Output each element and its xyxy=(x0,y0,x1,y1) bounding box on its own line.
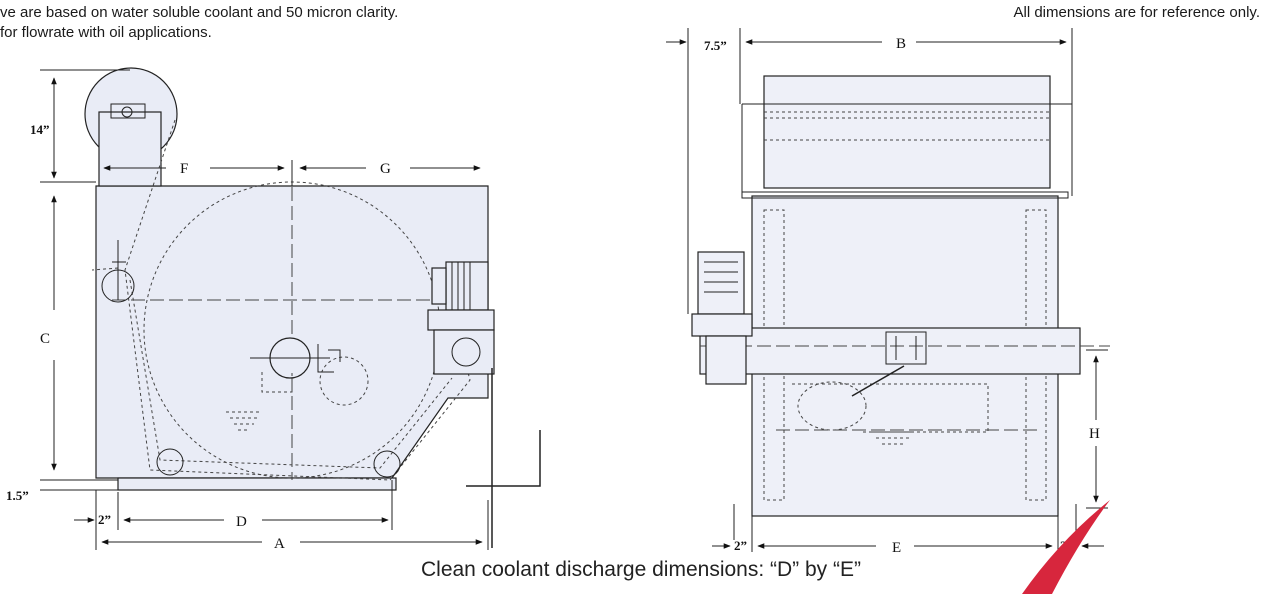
front-view: 7.5” B H 2” E 2” xyxy=(666,28,1110,556)
side-view: 14” F G C 1.5” 2” D xyxy=(6,67,541,552)
dim-H: H xyxy=(1089,426,1100,442)
front-hood xyxy=(763,75,1051,189)
dim-7-5in: 7.5” xyxy=(704,38,727,53)
dim-G: G xyxy=(380,161,391,177)
liquid-level-marks xyxy=(226,411,262,431)
roller-axle xyxy=(121,106,133,118)
roller-stand xyxy=(98,111,162,187)
bottom-roller-left xyxy=(156,448,184,476)
bottom-roller-right xyxy=(373,450,401,478)
dim-C: C xyxy=(40,331,50,347)
front-pump xyxy=(797,381,867,431)
front-tray xyxy=(792,383,989,433)
dim-E: E xyxy=(892,540,901,556)
caption: Clean coolant discharge dimensions: “D” … xyxy=(420,558,862,581)
reference-note: All dimensions are for reference only. xyxy=(1013,4,1260,21)
side-motor xyxy=(427,261,495,375)
side-gearbox xyxy=(433,329,495,375)
belt-path xyxy=(91,119,471,481)
front-gearbox xyxy=(705,335,747,385)
dim-1-5in: 1.5” xyxy=(6,488,29,503)
pump xyxy=(319,356,369,406)
dim-14in: 14” xyxy=(30,122,50,137)
roller-bracket xyxy=(110,103,146,119)
front-motor xyxy=(691,251,753,385)
dim-F: F xyxy=(180,161,188,177)
dim-2in-front-left: 2” xyxy=(734,538,747,553)
dim-B: B xyxy=(896,36,906,52)
note-line-2: for flowrate with oil applications. xyxy=(0,24,212,41)
pump-housing xyxy=(261,372,293,393)
front-coupling xyxy=(885,331,927,365)
discharge-chute xyxy=(466,368,541,548)
side-dimensions: 14” F G C 1.5” 2” D xyxy=(6,69,489,552)
note-line-1: ve are based on water soluble coolant an… xyxy=(0,4,399,21)
front-liquid-marks xyxy=(872,431,914,445)
dim-A: A xyxy=(274,536,285,552)
front-dimensions: 7.5” B H 2” E 2” xyxy=(666,28,1108,556)
side-skid xyxy=(117,477,397,491)
dim-2in-side: 2” xyxy=(98,512,111,527)
pump-pipe xyxy=(317,344,341,373)
front-shaft-housing xyxy=(699,327,1081,375)
dim-D: D xyxy=(236,514,247,530)
swoosh-logo xyxy=(1022,500,1110,594)
belt-path-inner xyxy=(129,279,453,469)
